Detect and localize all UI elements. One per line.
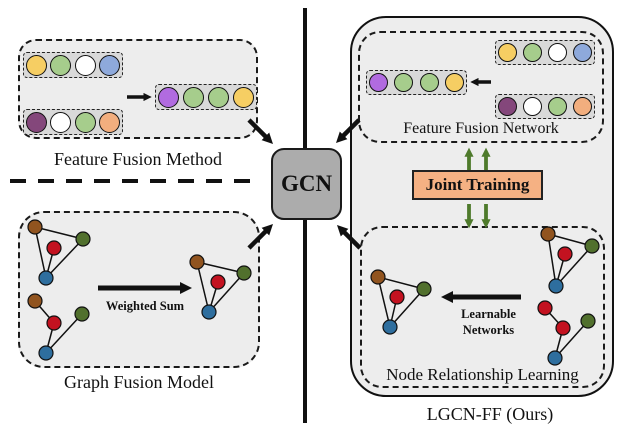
feature-circle-plum <box>26 111 47 133</box>
feature-circle-white <box>50 111 72 133</box>
feature-circle-green <box>394 73 414 92</box>
learnable-networks-label: Learnable Networks <box>440 306 537 338</box>
feature-circle-green <box>183 86 204 108</box>
feature-circle-green <box>548 97 567 116</box>
ffm-input-vector-bottom <box>23 109 123 135</box>
feature-circle-green <box>419 73 439 92</box>
lgcn-ff-label: LGCN-FF (Ours) <box>426 404 554 424</box>
feature-circle-yellow <box>444 73 464 92</box>
feature-circle-plum <box>498 97 517 116</box>
ffm-input-vector-top <box>23 52 123 78</box>
feature-circle-orange <box>98 111 120 133</box>
feature-circle-green <box>50 54 72 76</box>
feature-circle-blue <box>98 54 120 76</box>
feature-circle-orange <box>573 97 592 116</box>
feature-circle-purple <box>158 86 179 108</box>
feature-circle-yellow <box>26 54 47 76</box>
feature-fusion-method-label: Feature Fusion Method <box>54 149 222 169</box>
weighted-sum-label: Weighted Sum <box>105 299 185 313</box>
feature-circle-green <box>74 111 96 133</box>
feature-fusion-network-box <box>358 31 604 143</box>
gcn-box: GCN <box>271 148 342 220</box>
node-relationship-learning-label: Node Relationship Learning <box>386 365 579 384</box>
feature-circle-blue <box>573 43 592 62</box>
feature-circle-purple <box>369 73 388 92</box>
ffn-output-vector <box>366 70 467 95</box>
ffm-output-vector <box>155 84 257 110</box>
graph-fusion-model-label: Graph Fusion Model <box>64 372 214 392</box>
graph-fusion-model-box <box>18 211 260 368</box>
learnable-line1: Learnable <box>461 307 516 321</box>
joint-training-box: Joint Training <box>412 170 543 200</box>
feature-circle-green <box>208 86 229 108</box>
feature-circle-green <box>523 43 542 62</box>
feature-circle-white <box>523 97 542 116</box>
ffn-input-vector-top <box>495 40 595 65</box>
dashed-divider-line <box>10 179 262 183</box>
ffn-input-vector-bottom <box>495 94 595 119</box>
feature-circle-yellow <box>498 43 517 62</box>
feature-circle-yellow <box>233 86 254 108</box>
learnable-line2: Networks <box>462 323 515 337</box>
feature-circle-white <box>548 43 567 62</box>
feature-circle-white <box>74 54 96 76</box>
feature-fusion-network-label: Feature Fusion Network <box>403 120 559 137</box>
